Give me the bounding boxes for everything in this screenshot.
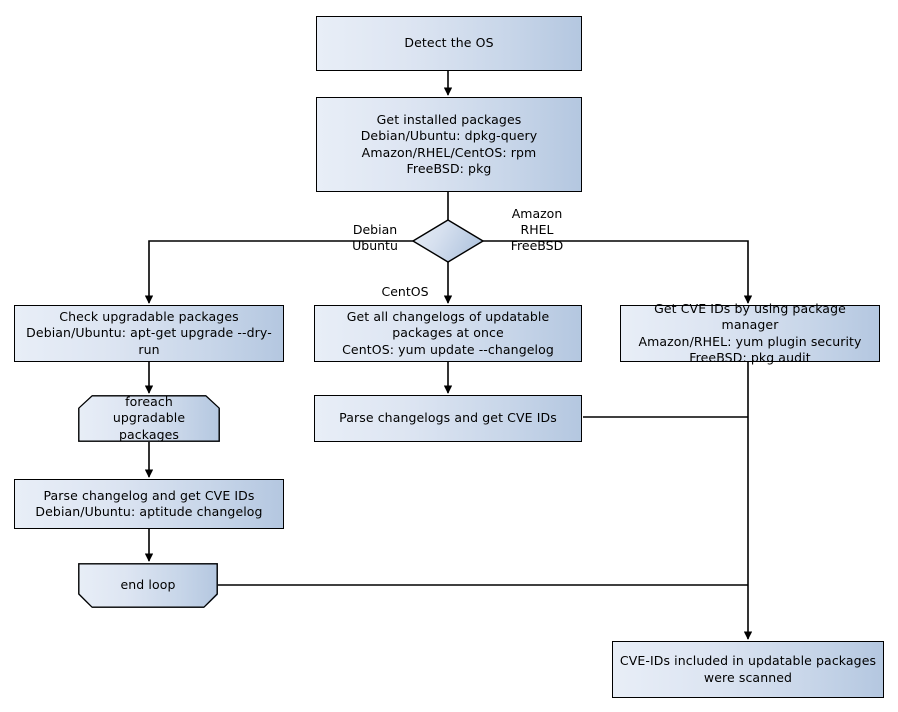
node-end-loop-label: end loop — [120, 577, 176, 593]
edge-label-amazon-rhel-freebsd: Amazon RHEL FreeBSD — [489, 190, 585, 254]
node-parse-changelog-cve-ids-label: Parse changelog and get CVE IDs Debian/U… — [35, 487, 263, 520]
node-get-cve-ids-package-manager[interactable]: Get CVE IDs by using package manager Ama… — [620, 301, 880, 365]
edge-label-debian-ubuntu: Debian Ubuntu — [335, 206, 415, 254]
edge-decision-to-check-upgradable — [144, 240, 414, 304]
edge-decision-to-cve-pkgmgr — [483, 240, 753, 304]
edge-label-centos-text: CentOS — [381, 284, 429, 299]
node-check-upgradable-packages-label: Check upgradable packages Debian/Ubuntu:… — [26, 308, 272, 357]
node-get-all-changelogs-label: Get all changelogs of updatable packages… — [342, 308, 554, 357]
edge-label-debian-ubuntu-text: Debian Ubuntu — [352, 222, 398, 253]
node-get-all-changelogs[interactable]: Get all changelogs of updatable packages… — [314, 305, 582, 362]
node-get-cve-ids-package-manager-label: Get CVE IDs by using package manager Ama… — [638, 300, 862, 366]
node-get-installed-packages-label: Get installed packages Debian/Ubuntu: dp… — [360, 111, 538, 177]
edge-label-centos: CentOS — [368, 268, 442, 300]
node-os-decision[interactable] — [412, 219, 484, 263]
node-cve-ids-scanned[interactable]: CVE-IDs included in updatable packages w… — [612, 641, 884, 698]
edge-label-amazon-rhel-freebsd-text: Amazon RHEL FreeBSD — [510, 206, 564, 253]
node-cve-ids-scanned-label: CVE-IDs included in updatable packages w… — [619, 653, 877, 685]
node-end-loop[interactable]: end loop — [78, 563, 218, 608]
node-get-installed-packages[interactable]: Get installed packages Debian/Ubuntu: dp… — [316, 97, 582, 192]
node-check-upgradable-packages[interactable]: Check upgradable packages Debian/Ubuntu:… — [14, 305, 284, 362]
node-foreach-upgradable-packages[interactable]: foreach upgradable packages — [78, 395, 220, 442]
node-detect-os-label: Detect the OS — [404, 35, 494, 51]
node-parse-changelogs-cve-ids[interactable]: Parse changelogs and get CVE IDs — [314, 395, 582, 442]
node-parse-changelog-cve-ids[interactable]: Parse changelog and get CVE IDs Debian/U… — [14, 479, 284, 529]
node-parse-changelogs-cve-ids-label: Parse changelogs and get CVE IDs — [339, 410, 557, 426]
node-detect-os[interactable]: Detect the OS — [316, 16, 582, 71]
node-foreach-upgradable-packages-label: foreach upgradable packages — [112, 393, 186, 442]
